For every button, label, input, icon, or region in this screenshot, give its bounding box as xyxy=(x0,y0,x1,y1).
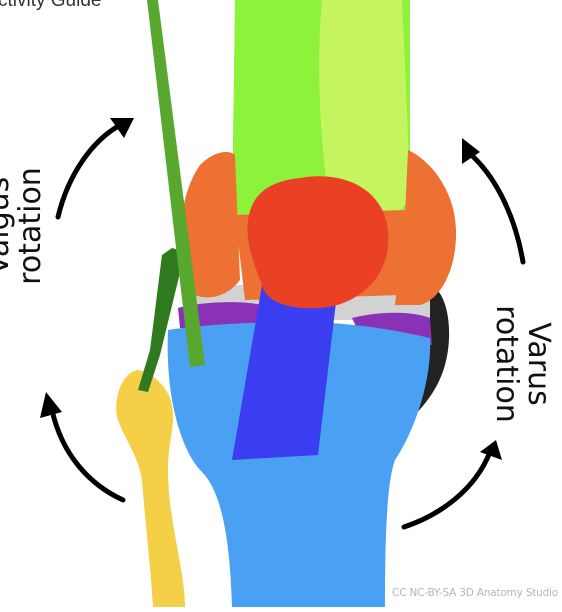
license-credit: CC NC-BY-SA 3D Anatomy Studio xyxy=(392,587,558,599)
varus-label-line1: Varus xyxy=(522,289,554,439)
arrowhead-varus-bottom xyxy=(480,440,502,460)
varus-label-line2: rotation xyxy=(490,289,522,439)
valgus-label-line2: rotation xyxy=(15,151,47,301)
page-title-fragment: ctivity Guide xyxy=(0,0,101,12)
valgus-arrows xyxy=(52,124,123,500)
arrowhead-valgus-bottom xyxy=(40,392,62,418)
